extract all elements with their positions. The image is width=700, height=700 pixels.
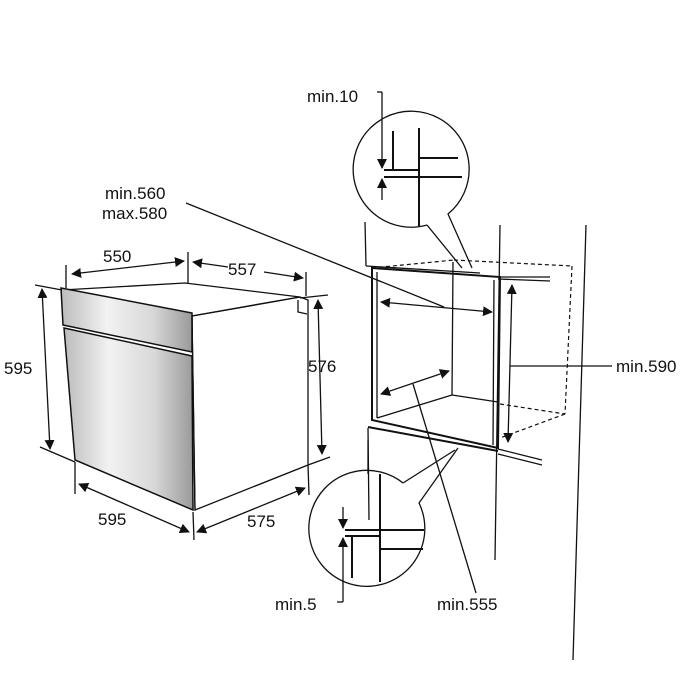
- niche-width-min-label: min.560: [105, 184, 165, 203]
- dim-550-arrow: [71, 257, 185, 278]
- niche-dimensions: min.560 max.580 min.555 min.590: [102, 184, 676, 614]
- oven-side-face: [191, 296, 309, 511]
- top-gap-detail-callout: min.10: [307, 87, 473, 269]
- oven-drawing: [60, 282, 309, 512]
- dim-595-height-label: 595: [4, 359, 32, 378]
- dim-595-width-arrow: [78, 483, 190, 533]
- niche-depth-label: min.555: [437, 595, 497, 614]
- top-gap-label: min.10: [307, 87, 358, 106]
- oven-door: [63, 327, 194, 512]
- dim-557-label: 557: [228, 260, 256, 279]
- niche-height-arrow: [503, 284, 517, 443]
- bottom-gap-label: min.5: [275, 595, 317, 614]
- dim-575-arrow: [196, 486, 306, 534]
- niche-width-max-label: max.580: [102, 204, 167, 223]
- bottom-gap-detail-callout: min.5: [275, 440, 459, 614]
- dim-595-width-label: 595: [98, 510, 126, 529]
- dim-576-label: 576: [308, 357, 336, 376]
- dim-595-height-arrow: [37, 288, 55, 450]
- dim-550-label: 550: [103, 247, 131, 266]
- dim-576-arrow: [313, 299, 327, 455]
- niche-depth-arrow: [380, 369, 450, 396]
- niche-width-arrow: [380, 297, 493, 317]
- oven-dimensions: 550 557 595 576 595 575: [4, 247, 336, 541]
- niche-height-label: min.590: [616, 357, 676, 376]
- dim-575-label: 575: [247, 512, 275, 531]
- oven-rear-bracket: [297, 300, 308, 315]
